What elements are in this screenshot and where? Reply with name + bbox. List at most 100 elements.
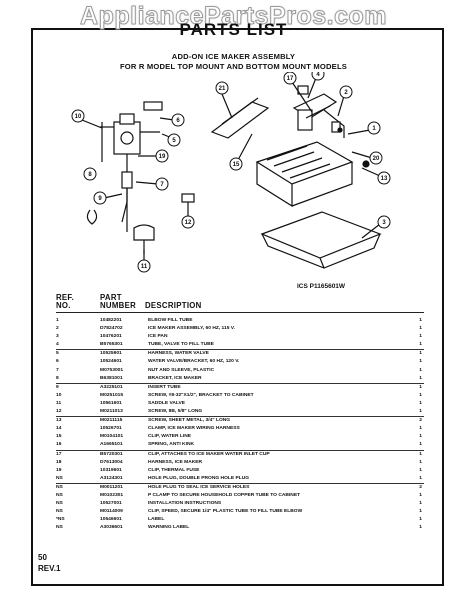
- cell-qty: 1: [419, 442, 422, 448]
- cell-ref: 9: [56, 384, 59, 390]
- cell-part: A3124301: [100, 475, 123, 481]
- cell-ref: 14: [56, 426, 62, 432]
- subtitle-line-1: ADD-ON ICE MAKER ASSEMBLY: [171, 52, 296, 61]
- cell-desc: CLAMP, ICE MAKER WIRING HARNESS: [148, 426, 240, 432]
- cell-part: A3225101: [100, 384, 123, 390]
- cell-ref: 3: [56, 334, 59, 340]
- cell-qty: 1: [419, 334, 422, 340]
- header-part-line2: NUMBER: [100, 301, 137, 310]
- table-row: 14 10526701 CLAMP, ICE MAKER WIRING HARNES…: [56, 425, 424, 433]
- cell-ref: NS: [56, 484, 63, 490]
- cell-qty: 1: [419, 342, 422, 348]
- cell-desc: CLIP, ATTACHES TO ICE MAKER WATER INLET …: [148, 451, 270, 457]
- callout-2: 2: [344, 90, 348, 96]
- table-row: 17 B5720301 CLIP, ATTACHES TO ICE MAKER WA…: [56, 451, 424, 459]
- cell-ref: NS: [56, 501, 63, 507]
- cell-desc: HOLE PLUG, DOUBLE PRONG HOLE PLUG: [148, 475, 250, 481]
- cell-qty: 1: [419, 509, 422, 515]
- cell-part: 10482201: [100, 318, 122, 323]
- callout-6: 6: [176, 118, 180, 124]
- cell-part: 10546601: [100, 517, 122, 523]
- callout-20: 20: [373, 156, 380, 162]
- cell-part: M0251015: [100, 392, 124, 398]
- cell-qty: 1: [419, 451, 422, 457]
- cell-desc: HOLE PLUG TO SEAL ICE SERVICE HOLES: [148, 484, 250, 490]
- header-part-line1: PART: [100, 293, 122, 302]
- cell-desc: NUT AND SLEEVE, PLASTIC: [148, 367, 215, 373]
- cell-part: B5720301: [100, 451, 123, 457]
- cell-qty: 1: [419, 326, 422, 332]
- cell-part: A1665101: [100, 442, 123, 448]
- callout-7: 7: [160, 182, 164, 188]
- cell-part: B6381001: [100, 375, 123, 381]
- diagram-code: ICS P1165601W: [297, 283, 346, 290]
- callout-8: 8: [88, 172, 92, 178]
- cell-qty: 1: [419, 409, 422, 415]
- page-number: 50: [38, 553, 47, 562]
- cell-ref: 17: [56, 451, 62, 457]
- cell-part: 10526701: [100, 426, 122, 432]
- cell-desc: HARNESS, ICE MAKER: [148, 459, 203, 465]
- cell-desc: SCREW, SHEET METAL, 3/4" LONG: [148, 418, 231, 424]
- cell-part: M0211115: [100, 418, 123, 424]
- cell-ref: 7: [56, 367, 59, 373]
- cell-desc: P CLAMP TO SECURE HOUSEHOLD COPPER TUBE …: [148, 492, 301, 498]
- callout-11: 11: [141, 264, 148, 270]
- cell-qty: 1: [419, 525, 422, 531]
- cell-desc: INSTALLATION INSTRUCTIONS: [148, 501, 222, 507]
- page-title: PARTS LIST: [179, 20, 288, 39]
- callout-4: 4: [316, 72, 320, 78]
- cell-ref: *NS: [56, 517, 65, 523]
- cell-ref: NS: [56, 525, 63, 531]
- cell-qty: 1: [419, 375, 422, 381]
- cell-qty: 1: [419, 459, 422, 465]
- watermark: AppliancePartsPros.com: [80, 2, 387, 31]
- cell-ref: NS: [56, 475, 63, 481]
- cell-part: 10319601: [100, 467, 122, 473]
- callout-12: 12: [185, 220, 192, 226]
- cell-part: M0753001: [100, 367, 124, 373]
- cell-qty: 1: [419, 400, 422, 406]
- cell-part: D7613004: [100, 459, 123, 465]
- cell-ref: 16: [56, 442, 62, 448]
- cell-ref: 6: [56, 359, 59, 365]
- cell-desc: SCREW, #8-32"X1/2", BRACKET TO CABINET: [148, 392, 254, 398]
- table-row: 10 M0251015 SCREW, #8-32"X1/2", BRACKET TO…: [56, 392, 424, 400]
- cell-desc: SPRING, ANTI KINK: [148, 442, 195, 448]
- cell-part: B5765301: [100, 342, 123, 348]
- callout-13: 13: [381, 176, 388, 182]
- cell-desc: ICE MAKER ASSEMBLY, 60 HZ, 115 V.: [148, 326, 235, 332]
- cell-qty: 1: [419, 517, 422, 523]
- cell-ref: NS: [56, 492, 63, 498]
- cell-part: M0102301: [100, 492, 124, 498]
- cell-qty: 1: [419, 475, 422, 481]
- cell-ref: 11: [56, 400, 62, 406]
- cell-qty: 1: [419, 467, 422, 473]
- cell-desc: CLIP, SPEED, SECURE 1/4" PLASTIC TUBE TO…: [148, 509, 303, 515]
- cell-desc: INSERT TUBE: [148, 384, 181, 390]
- cell-qty: 1: [419, 426, 422, 432]
- cell-desc: ELBOW FILL TUBE: [148, 318, 193, 323]
- cell-ref: 13: [56, 418, 62, 424]
- cell-part: M0011201: [100, 484, 123, 490]
- cell-ref: 5: [56, 351, 59, 357]
- table-row: NS A3124301 HOLE PLUG, DOUBLE PRONG HOLE P…: [56, 475, 424, 484]
- cell-qty: 1: [419, 318, 422, 323]
- callout-1: 1: [372, 126, 376, 132]
- cell-ref: 10: [56, 392, 62, 398]
- cell-part: M0211013: [100, 409, 123, 415]
- cell-desc: SADDLE VALVE: [148, 400, 186, 406]
- cell-part: 10476201: [100, 334, 122, 340]
- callout-19: 19: [159, 154, 166, 160]
- cell-qty: 1: [419, 434, 422, 440]
